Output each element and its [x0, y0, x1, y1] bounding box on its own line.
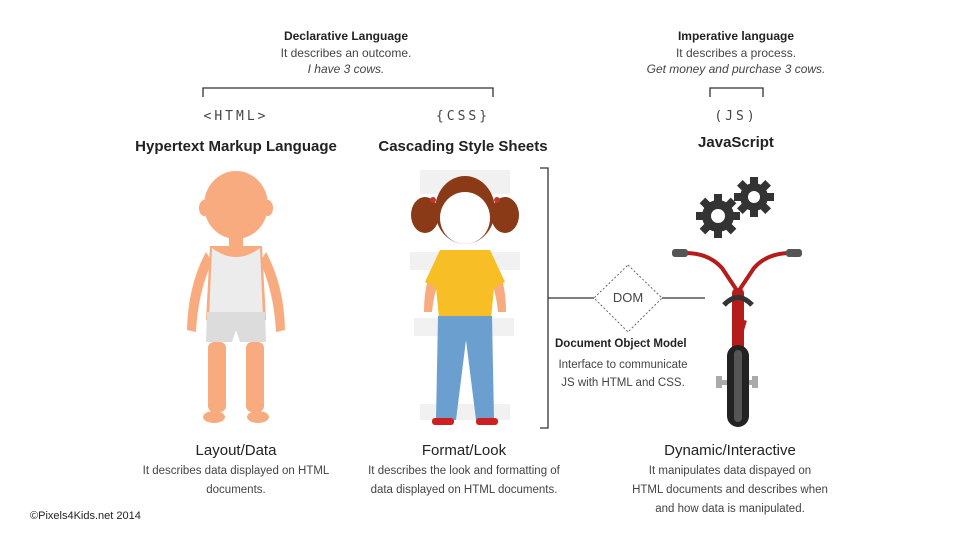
- declarative-line1: It describes an outcome.: [246, 46, 446, 60]
- css-caption-line2: data displayed on HTML documents.: [344, 481, 584, 500]
- dom-line2: JS with HTML and CSS.: [548, 374, 698, 392]
- css-caption-line1: It describes the look and formatting of: [344, 462, 584, 481]
- css-name: Cascading Style Sheets: [353, 138, 573, 155]
- html-name: Hypertext Markup Language: [116, 138, 356, 155]
- dom-title: Document Object Model: [555, 338, 687, 350]
- html-boy-figure: [187, 171, 285, 423]
- bicycle-figure: [672, 249, 802, 427]
- declarative-bracket: [203, 88, 493, 97]
- css-girl-figure: [410, 170, 520, 425]
- js-caption-line1: It manipulates data dispayed on: [610, 462, 850, 481]
- js-caption-line3: and how data is manipulated.: [610, 500, 850, 519]
- js-tag: (JS): [686, 109, 786, 124]
- js-caption-line2: HTML documents and describes when: [610, 481, 850, 500]
- html-tag: <HTML>: [186, 109, 286, 124]
- imperative-title: Imperative language: [636, 29, 836, 43]
- imperative-line2: Get money and purchase 3 cows.: [616, 62, 856, 76]
- css-html-bracket: [540, 168, 548, 428]
- dom-line1: Interface to communicate: [548, 356, 698, 374]
- html-caption-line2: documents.: [116, 481, 356, 500]
- css-caption-title: Format/Look: [364, 442, 564, 459]
- html-caption-title: Layout/Data: [136, 442, 336, 459]
- css-tag: {CSS}: [413, 109, 513, 124]
- declarative-title: Declarative Language: [246, 29, 446, 43]
- copyright-text: ©Pixels4Kids.net 2014: [30, 510, 141, 522]
- imperative-bracket: [710, 88, 763, 97]
- dom-label: DOM: [596, 290, 660, 305]
- declarative-line2: I have 3 cows.: [246, 62, 446, 76]
- js-name: JavaScript: [676, 134, 796, 151]
- html-caption-line1: It describes data displayed on HTML: [116, 462, 356, 481]
- gears-icon: [696, 177, 774, 238]
- js-caption-title: Dynamic/Interactive: [630, 442, 830, 459]
- imperative-line1: It describes a process.: [636, 46, 836, 60]
